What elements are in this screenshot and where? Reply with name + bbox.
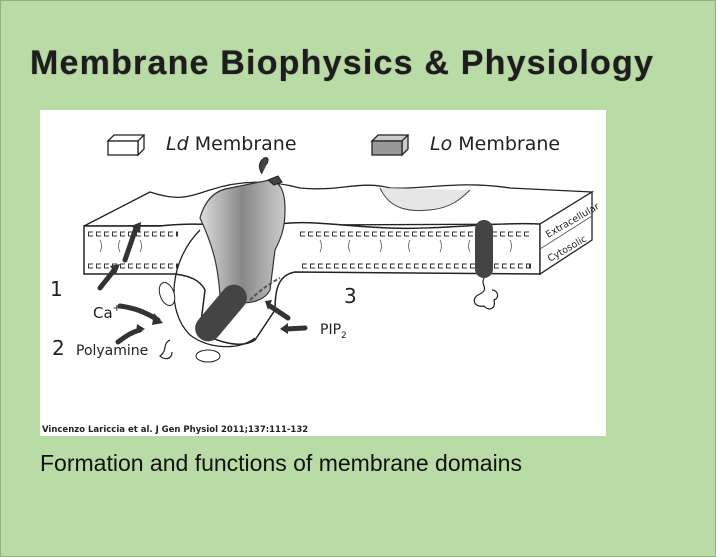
transmembrane-protein-left <box>195 284 247 342</box>
slide-caption: Formation and functions of membrane doma… <box>40 450 522 476</box>
arrow-pip-icon <box>283 325 308 332</box>
calcium-label: Ca+ <box>93 303 121 322</box>
membrane-top-surface <box>83 181 595 227</box>
pip2-label: PIP2 <box>320 322 347 341</box>
lo-raft-domain <box>199 179 286 304</box>
svg-text:Ld Membrane: Ld Membrane <box>166 133 297 155</box>
marker-1: 1 <box>50 277 63 301</box>
citation: Vincenzo Lariccia et al. J Gen Physiol 2… <box>42 425 308 435</box>
arrowheads <box>110 222 288 334</box>
svg-text:Lo Membrane: Lo Membrane <box>430 133 560 155</box>
legend-lo: Lo Membrane <box>370 133 560 157</box>
membrane-slab <box>83 221 541 345</box>
marker-2: 2 <box>52 336 65 360</box>
lo-box-icon <box>371 140 403 156</box>
marker-3: 3 <box>344 284 357 308</box>
arrow-up-icon <box>122 225 139 263</box>
ld-box-icon <box>107 140 139 156</box>
slide-title: Membrane Biophysics & Physiology <box>30 44 655 82</box>
arrow-ca-one-icon <box>97 267 117 291</box>
arrow-ca-two-icon <box>117 303 161 323</box>
membrane-side-face <box>539 190 593 276</box>
membrane-diagram: Ld Membrane Lo Membrane Extracellular Cy… <box>42 133 601 435</box>
polyamine-label: Polyamine <box>76 343 148 359</box>
arrow-three-icon <box>267 303 291 321</box>
transmembrane-protein-right <box>475 220 493 278</box>
legend-ld: Ld Membrane <box>106 133 297 157</box>
membrane-figure: Ld Membrane Lo Membrane Extracellular Cy… <box>40 110 606 436</box>
